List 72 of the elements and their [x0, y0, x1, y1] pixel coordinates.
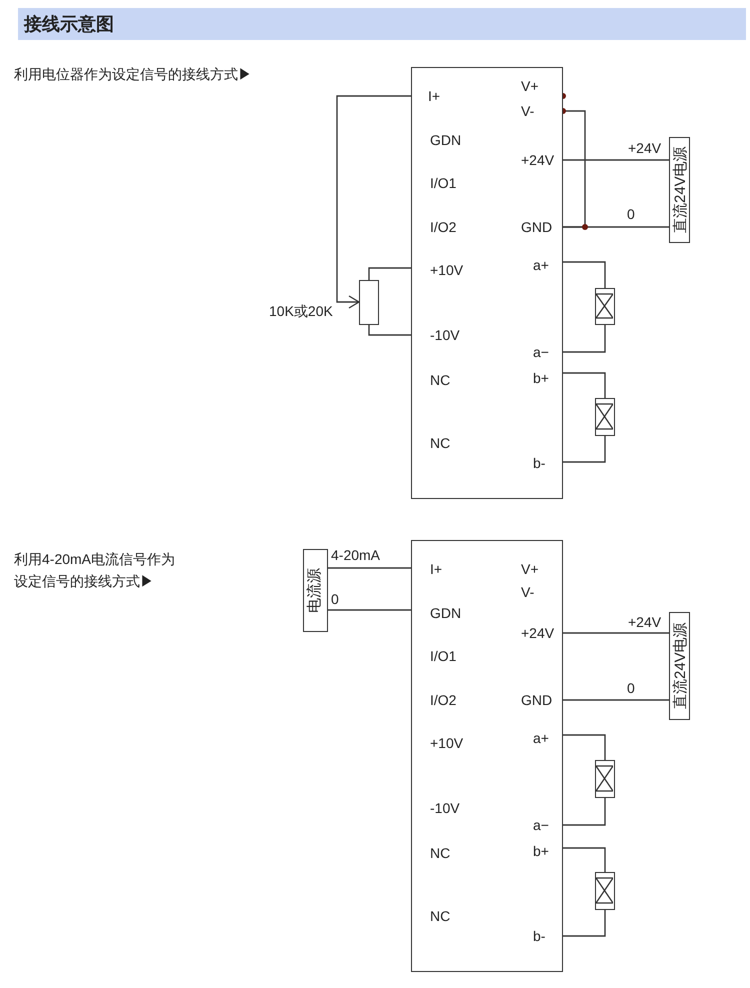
edge-label: +24V [628, 614, 662, 630]
wire [563, 632, 669, 634]
pin-label: +24V [521, 625, 554, 641]
power-supply-box [669, 137, 690, 243]
pin-label: a+ [533, 730, 549, 746]
pin-label: V- [521, 103, 534, 119]
edge-label: 4-20mA [331, 547, 380, 563]
pin-label: +10V [430, 735, 464, 751]
supply-label: 直流24V电源 [671, 146, 687, 236]
wire [368, 267, 411, 280]
coil-symbol [595, 760, 615, 798]
wire [563, 910, 606, 937]
pin-label: a− [533, 817, 549, 833]
edge-label: 0 [627, 680, 635, 696]
potentiometer-symbol [359, 280, 379, 325]
wire [368, 325, 411, 336]
supply-label: 直流24V电源 [671, 622, 687, 712]
pin-label: GDN [430, 132, 462, 148]
current-source-box [303, 549, 328, 632]
controller-box [411, 67, 563, 499]
pin-label: GND [521, 219, 552, 235]
wire [563, 734, 606, 760]
pin-label: I/O2 [430, 692, 456, 708]
wire [328, 567, 411, 569]
edge-label: 0 [331, 591, 339, 607]
pin-label: I/O1 [430, 648, 456, 664]
wire [563, 261, 606, 288]
pin-label: a+ [533, 257, 549, 273]
coil-symbol [595, 872, 615, 910]
wire [563, 159, 669, 161]
wire [563, 372, 606, 398]
pin-label: -10V [430, 800, 460, 816]
supply-label: 电流源 [305, 567, 324, 615]
wiper-arrow [336, 95, 411, 309]
pin-label: GDN [430, 605, 462, 621]
pin-label: +10V [430, 262, 464, 278]
edge-label: +24V [628, 140, 662, 156]
wire [563, 798, 606, 826]
pin-label: +24V [521, 152, 554, 168]
pin-label: I+ [430, 561, 442, 577]
pin-label: NC [430, 845, 450, 861]
title: 接线示意图 [24, 14, 114, 34]
pin-label: b+ [533, 843, 549, 859]
pin-label: I/O1 [430, 175, 456, 191]
description-text: 利用4-20mA电流信号作为设定信号的接线方式▶ [14, 550, 176, 591]
coil-symbol [595, 398, 615, 436]
wire [563, 226, 669, 228]
wire [563, 325, 606, 353]
pin-label: NC [430, 908, 450, 924]
pin-label: V+ [521, 561, 539, 577]
pin-label: b- [533, 455, 546, 471]
coil-symbol [595, 288, 615, 325]
wire [563, 847, 606, 872]
pin-label: b+ [533, 370, 549, 386]
wire [563, 436, 606, 463]
power-supply-box [669, 612, 690, 720]
pin-label: NC [430, 435, 450, 451]
pin-label: b- [533, 928, 546, 944]
wire [328, 609, 411, 611]
pin-label: V- [521, 584, 534, 600]
wire [563, 699, 669, 701]
pin-label: V+ [521, 78, 539, 94]
resistance-label: 10K或20K [269, 303, 333, 319]
pin-label: GND [521, 692, 552, 708]
controller-box [411, 540, 563, 972]
pin-label: -10V [430, 327, 460, 343]
pin-label: NC [430, 372, 450, 388]
description-text: 利用电位器作为设定信号的接线方式▶ [14, 66, 252, 82]
pin-label: I+ [428, 88, 440, 104]
pin-label: a− [533, 344, 549, 360]
edge-label: 0 [627, 206, 635, 222]
pin-label: I/O2 [430, 219, 456, 235]
